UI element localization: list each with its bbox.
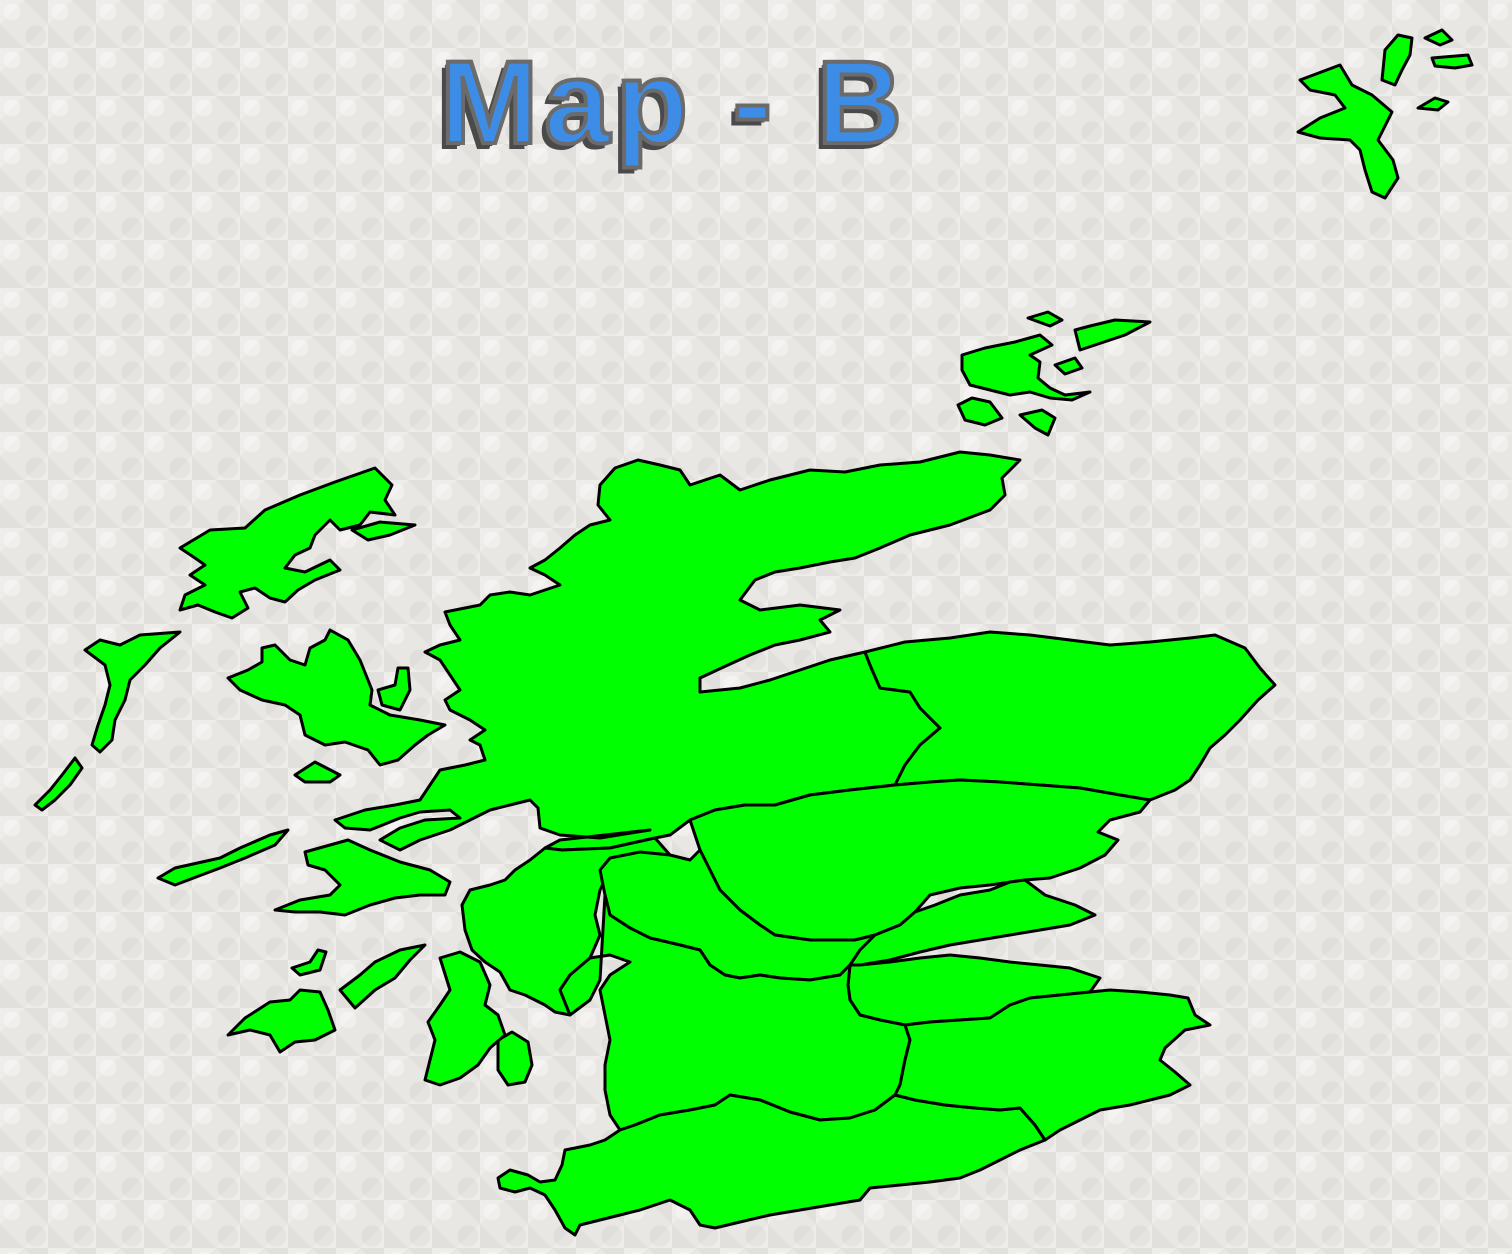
orkney-mainland [960,333,1092,402]
north-uist [83,630,182,754]
raasay [376,666,412,712]
land-group [33,28,1474,1237]
region-aberdeenshire [863,630,1277,802]
mull [273,838,452,917]
orkney-shapinsay [1053,356,1084,376]
islay [226,988,337,1054]
inner-hebrides [156,628,534,1087]
shetland-fetlar [1430,53,1474,70]
rum [293,760,342,784]
region-kintyre [423,950,507,1087]
arran [496,1030,534,1087]
shetland-yell [1380,33,1414,87]
orkney-islands [956,310,1152,437]
map-title: Map - B [438,36,909,170]
orkney-westray [1073,318,1152,352]
shetland-islands [1296,28,1474,200]
jura [338,943,427,1010]
orkney-rousay [1026,310,1064,328]
shetland-whalsay [1416,96,1450,112]
orkney-hoy [956,396,1004,427]
region-dumfries-galloway [496,1093,1047,1237]
colonsay [290,948,328,977]
mainland-scotland [333,450,1277,1237]
region-argyll [460,836,672,1017]
shetland-unst [1423,28,1454,47]
coll-tiree [156,828,290,887]
region-borders [893,988,1212,1142]
scalpay [350,520,417,542]
barra [33,756,84,812]
orkney-south-ronaldsay [1018,408,1057,437]
skye [226,628,447,767]
outer-hebrides [33,466,417,812]
lewis-and-harris [178,466,397,620]
shetland-mainland [1296,63,1400,200]
